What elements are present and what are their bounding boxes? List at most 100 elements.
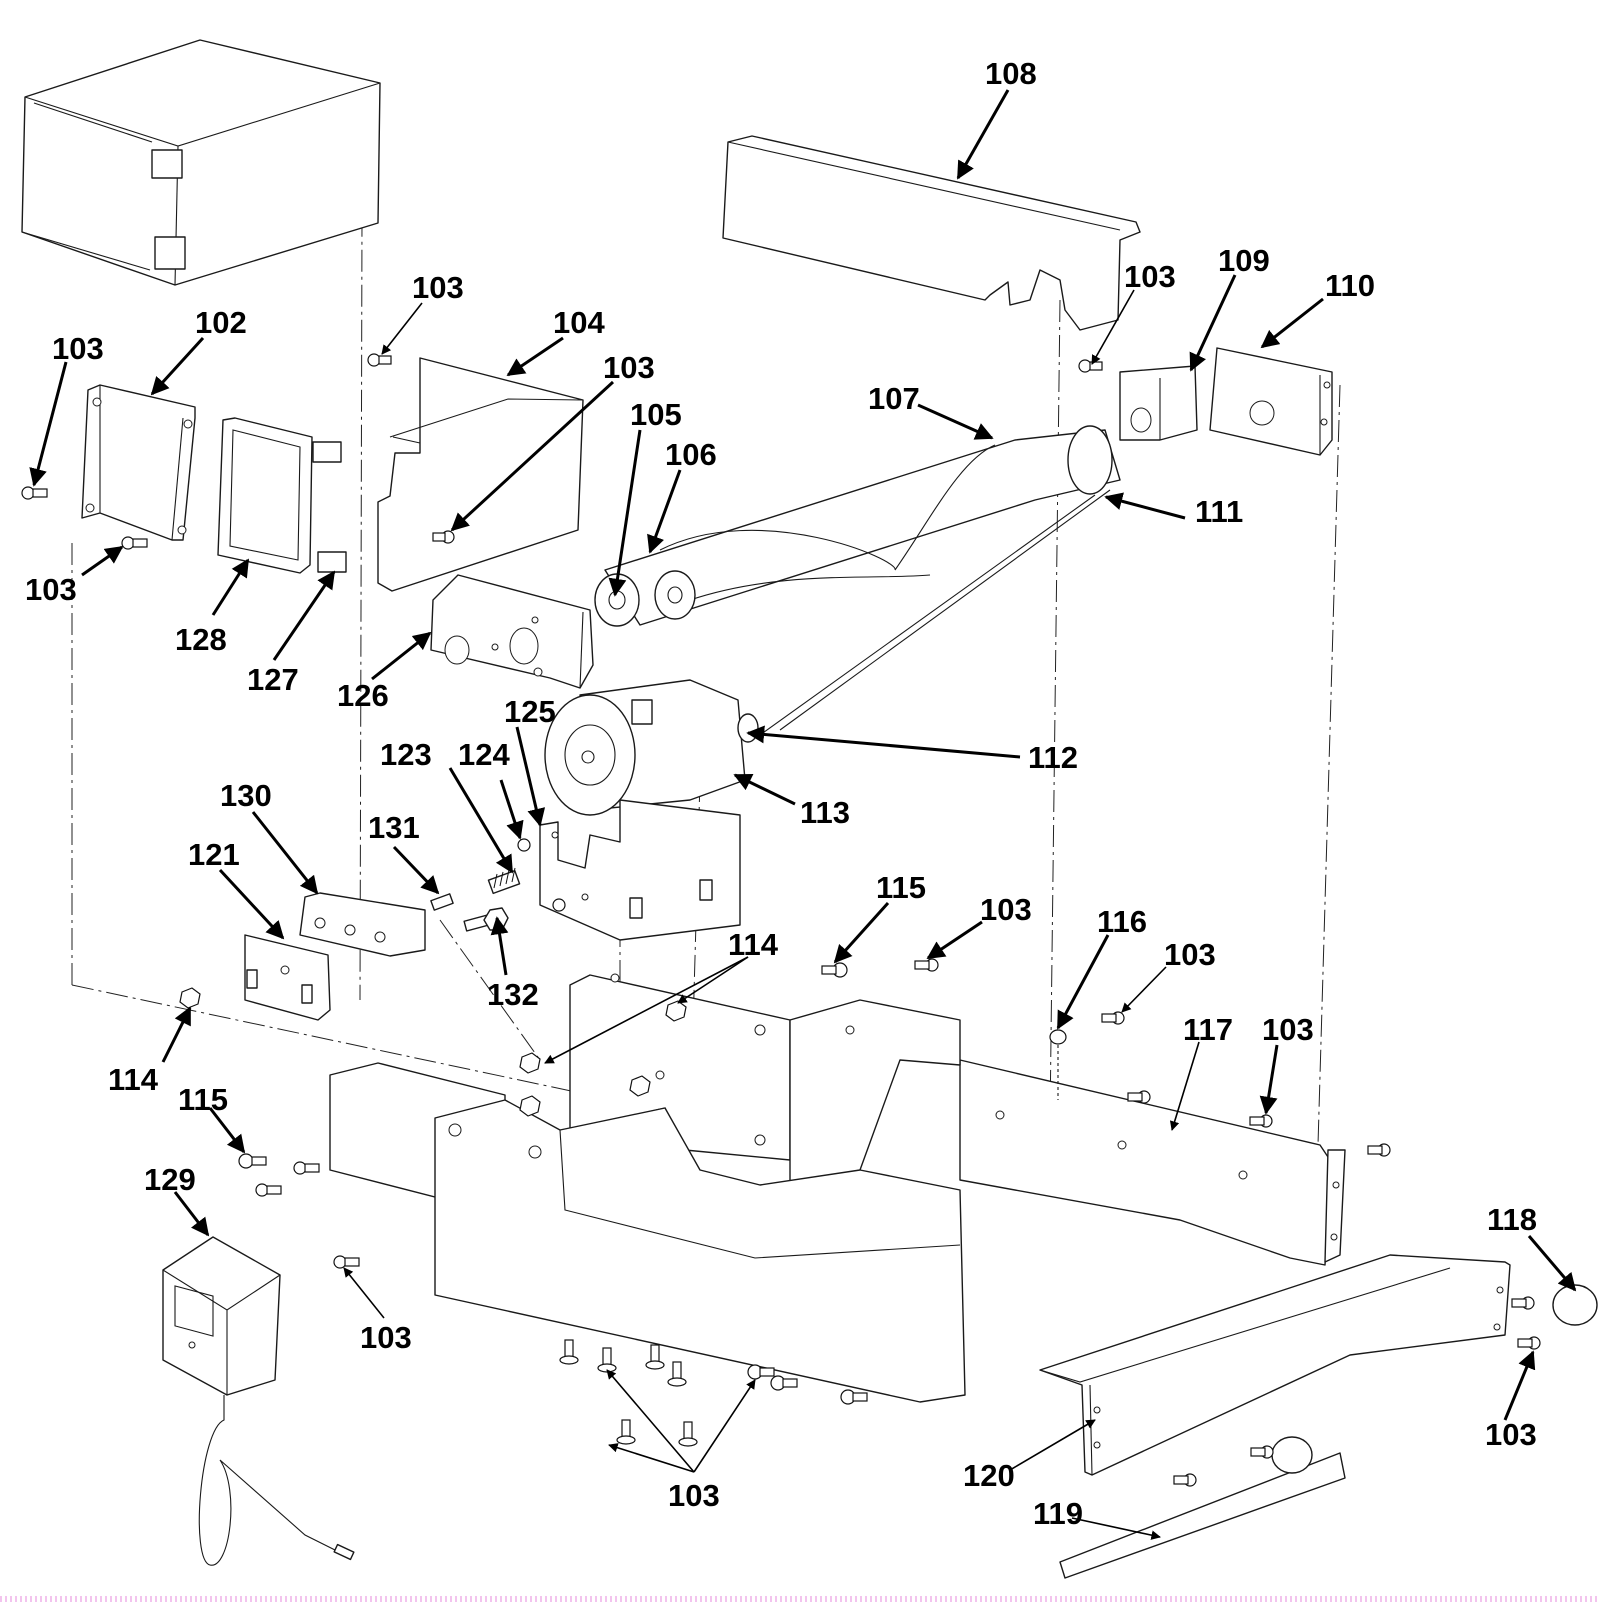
screw-icon	[645, 1344, 665, 1370]
leader-113	[733, 773, 796, 806]
callout-113: 113	[800, 795, 850, 830]
leader-118	[1527, 1235, 1577, 1292]
leader-129	[173, 1191, 210, 1237]
screw-icon	[597, 1347, 617, 1373]
callout-103: 103	[1124, 259, 1176, 294]
callout-103: 103	[25, 572, 77, 607]
callout-127: 127	[247, 662, 299, 697]
screw-icon	[840, 1389, 868, 1405]
callout-107: 107	[868, 381, 920, 416]
leader-123	[448, 767, 514, 874]
motor-terminal	[631, 699, 653, 725]
callout-104: 104	[553, 305, 605, 340]
leader-104	[506, 336, 564, 377]
hex-nut-icon	[665, 1000, 687, 1022]
center-motor-housing	[434, 973, 966, 1403]
part-111-drive-belt-pulley	[1067, 425, 1113, 495]
callout-124: 124	[458, 737, 510, 772]
adapter-plug	[333, 1543, 355, 1561]
part-113-motor	[544, 679, 759, 816]
hex-nut-icon	[179, 987, 201, 1009]
part-108-top-guard	[722, 135, 1141, 331]
part-132-adjusting-bolt	[463, 907, 509, 932]
part-120-front-channel	[1039, 1254, 1511, 1476]
leader-103-d	[450, 380, 615, 532]
callout-125: 125	[504, 694, 556, 729]
callout-119: 119	[1033, 1496, 1083, 1531]
part-109-bearing-bracket	[1119, 365, 1198, 441]
part-127-clip-lower	[317, 551, 347, 573]
screw-icon	[559, 1339, 579, 1365]
screw-icon	[1250, 1445, 1274, 1459]
callout-111: 111	[1195, 494, 1243, 529]
screw-icon	[552, 898, 566, 912]
screw-icon	[1517, 1336, 1541, 1350]
leader-114-c	[161, 1006, 192, 1063]
leader-119	[1071, 1517, 1161, 1540]
callout-121: 121	[188, 837, 240, 872]
screw-icon	[333, 1255, 360, 1269]
part-123-spring	[487, 867, 521, 895]
leader-103-c	[381, 302, 423, 355]
leader-115-b	[208, 1107, 246, 1154]
screw-icon	[21, 486, 48, 500]
leader-110	[1260, 297, 1324, 349]
callout-106: 106	[665, 437, 717, 472]
screw-icon	[914, 958, 939, 972]
leader-105	[608, 429, 642, 597]
callout-103: 103	[52, 331, 104, 366]
leader-103-i	[343, 1267, 385, 1319]
part-131-pin	[430, 893, 454, 911]
leader-103-m	[693, 1379, 756, 1473]
part-130-latch-block	[299, 892, 426, 957]
leader-124	[499, 779, 524, 840]
screw-icon	[432, 530, 455, 544]
callout-103: 103	[668, 1478, 720, 1513]
screw-icon	[255, 1183, 282, 1197]
callout-130: 130	[220, 778, 272, 813]
cover-latch-lower	[154, 236, 186, 270]
screw-icon	[616, 1419, 636, 1445]
callout-126: 126	[337, 678, 389, 713]
screw-icon	[1173, 1473, 1197, 1487]
screw-icon	[517, 838, 531, 852]
callout-108: 108	[985, 56, 1037, 91]
screw-icon	[367, 353, 392, 367]
screw-icon	[1249, 1114, 1273, 1128]
callout-labels: 108 103 102 103 104 103 103 109 110 107 …	[25, 56, 1537, 1531]
leader-103-h	[1259, 1044, 1279, 1115]
screw-icon	[1101, 1011, 1125, 1025]
leader-131	[392, 845, 440, 895]
leader-103-g	[1121, 966, 1167, 1013]
callout-103: 103	[603, 350, 655, 385]
callout-117: 117	[1183, 1012, 1233, 1047]
leader-130	[251, 811, 319, 895]
leader-132	[490, 916, 509, 976]
leader-103-b	[81, 545, 124, 577]
part-121-latch-bracket	[244, 934, 331, 1021]
part-102-end-bracket	[81, 384, 196, 541]
screw-icon	[1078, 359, 1103, 373]
part-106-roller	[654, 570, 696, 620]
callout-129: 129	[144, 1162, 196, 1197]
footer-dotted-strip	[0, 1596, 1600, 1602]
leader-103-j	[1503, 1350, 1536, 1421]
top-cover-box	[21, 39, 381, 286]
leader-127	[272, 570, 336, 661]
screw-icon	[1511, 1296, 1535, 1310]
leader-102	[150, 336, 205, 396]
callout-112: 112	[1028, 740, 1078, 775]
screw-icon	[1367, 1143, 1391, 1157]
callout-128: 128	[175, 622, 227, 657]
callout-103: 103	[1262, 1012, 1314, 1047]
callout-118: 118	[1487, 1202, 1537, 1237]
part-119-trim-strip	[1059, 1452, 1346, 1579]
screw-icon	[678, 1421, 698, 1447]
part-129-power-adapter	[162, 1236, 355, 1566]
part-110-end-plate	[1209, 347, 1333, 456]
leader-111	[1104, 492, 1186, 520]
leader-117	[1169, 1041, 1200, 1131]
leader-126	[371, 631, 432, 681]
hex-nut-icon	[519, 1095, 541, 1117]
leader-108	[956, 89, 1010, 180]
